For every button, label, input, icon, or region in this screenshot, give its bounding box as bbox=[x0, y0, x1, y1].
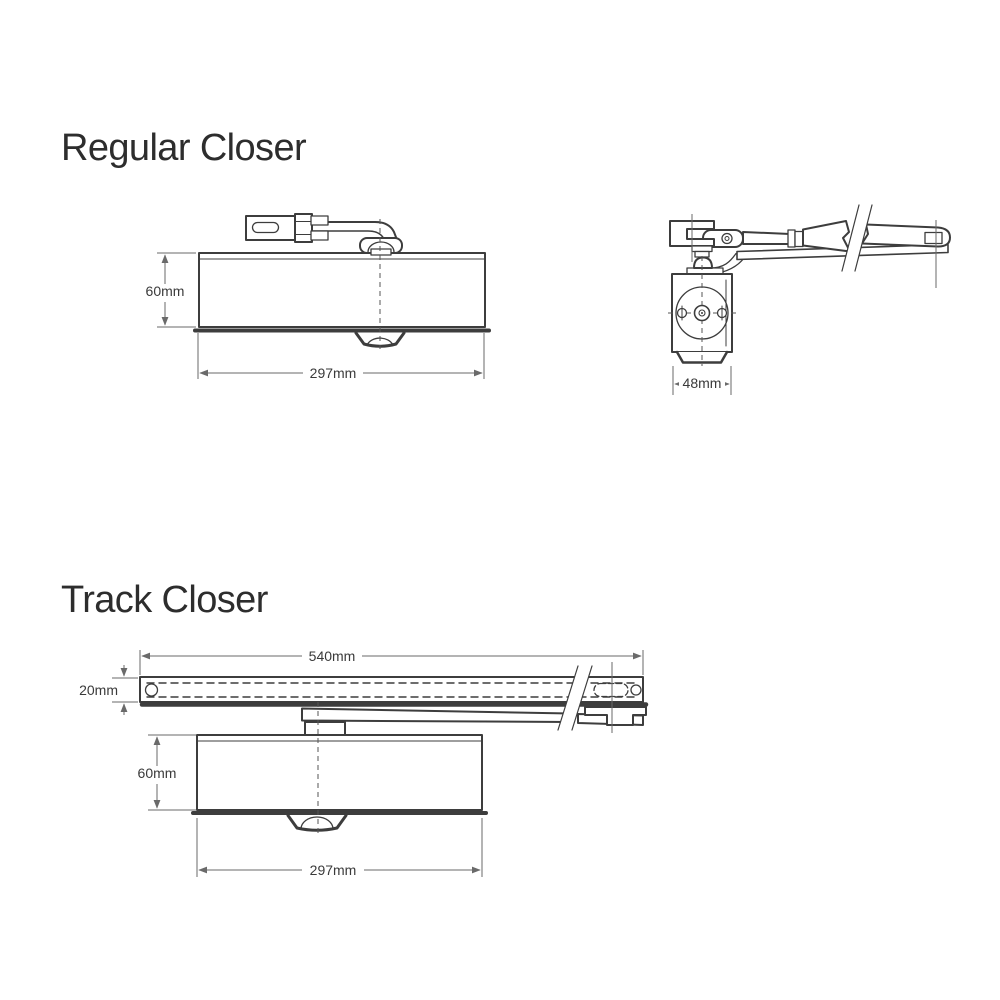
arm-clamp bbox=[294, 213, 313, 243]
door-shoe-bracket bbox=[669, 220, 715, 247]
dim-front-width: 297mm bbox=[197, 333, 485, 381]
shoe-washer bbox=[691, 245, 713, 253]
track-hole-left bbox=[144, 683, 159, 697]
plate-slot bbox=[251, 221, 280, 234]
regular-closer-side-view: 48mm bbox=[668, 204, 951, 395]
track-break-lines bbox=[557, 665, 593, 731]
forearm-sleeve bbox=[802, 220, 851, 253]
pinion-dome bbox=[693, 256, 713, 269]
closer-body bbox=[198, 252, 486, 328]
section-title-track: Track Closer bbox=[61, 579, 268, 621]
track-closer-track-view: 540mm 20mm bbox=[79, 648, 649, 733]
clamp-tab-lower bbox=[310, 230, 329, 241]
arm-adjuster bbox=[794, 230, 804, 248]
slide-channel-bar bbox=[736, 243, 949, 261]
slide-arm bbox=[301, 707, 571, 723]
track-closer-body-view: 60mm 297mm bbox=[133, 702, 488, 878]
section-title-regular: Regular Closer bbox=[61, 127, 307, 169]
track-height-label: 20mm bbox=[79, 682, 118, 698]
body-width-label: 297mm bbox=[310, 862, 357, 878]
track-end-bracket bbox=[584, 706, 647, 726]
track-break-gap bbox=[558, 666, 592, 730]
body-height-label: 60mm bbox=[138, 765, 177, 781]
side-width-label: 48mm bbox=[683, 375, 722, 391]
break-lines bbox=[841, 204, 873, 272]
front-height-label: 60mm bbox=[146, 283, 185, 299]
clamp-tab-upper bbox=[310, 215, 329, 226]
pinion-cap bbox=[370, 248, 392, 256]
dim-track-length: 540mm bbox=[139, 648, 644, 675]
dim-body-width: 297mm bbox=[196, 818, 483, 878]
track-rail bbox=[139, 676, 644, 703]
pinion-block bbox=[304, 721, 346, 736]
main-arm-side bbox=[742, 231, 791, 245]
link-screw bbox=[721, 232, 733, 245]
arm-right-segment bbox=[861, 223, 951, 248]
dim-front-height: 60mm bbox=[141, 252, 196, 328]
dim-side-width: 48mm bbox=[672, 366, 732, 395]
break-gap bbox=[842, 205, 872, 271]
regular-closer-front-view: 60mm 297mm bbox=[141, 213, 491, 381]
dim-body-height: 60mm bbox=[133, 734, 196, 811]
main-arm bbox=[310, 221, 400, 246]
hidden-slider bbox=[593, 682, 629, 698]
track-hole-right bbox=[630, 684, 642, 696]
pinion-cover-notch bbox=[286, 814, 348, 832]
front-width-label: 297mm bbox=[310, 365, 357, 381]
closer-body bbox=[196, 734, 483, 811]
track-length-label: 540mm bbox=[309, 648, 356, 664]
dim-track-height: 20mm bbox=[79, 665, 138, 715]
